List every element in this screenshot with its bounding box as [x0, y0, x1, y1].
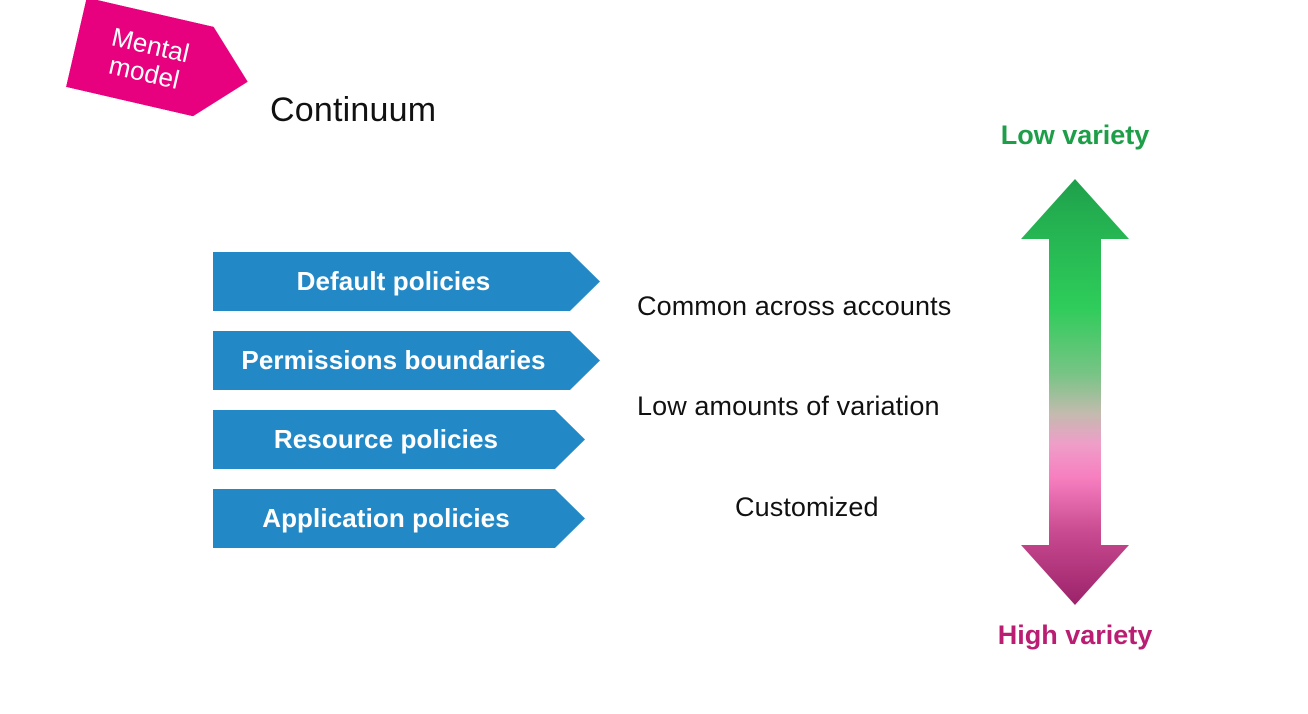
high-variety-label: High variety [997, 620, 1153, 650]
low-variety-label: Low variety [1000, 120, 1150, 150]
description-low-amounts-of-variation: Low amounts of variation [637, 391, 940, 421]
page-title: Continuum [270, 91, 437, 129]
chevron-arrow-shape [213, 410, 585, 469]
badge-text: Mental model [66, 0, 215, 117]
description-common-across-accounts: Common across accounts [637, 291, 952, 321]
chevron-label: Permissions boundaries [241, 345, 546, 375]
policy-chevron-stack: Default policies Permissions boundaries … [213, 252, 633, 568]
chevron-permissions-boundaries[interactable]: Permissions boundaries [213, 331, 600, 390]
chevron-label: Default policies [296, 266, 491, 296]
chevron-arrow-shape [213, 252, 600, 311]
description-customized: Customized [735, 492, 879, 522]
chevron-label: Resource policies [273, 424, 499, 454]
chevron-application-policies[interactable]: Application policies [213, 489, 585, 548]
chevron-arrow-shape [213, 331, 600, 390]
mental-model-badge: Mental model [66, 0, 258, 127]
variety-double-arrow-icon [1021, 179, 1129, 605]
chevron-resource-policies[interactable]: Resource policies [213, 410, 585, 469]
chevron-label: Application policies [262, 503, 510, 533]
variety-axis: Low variety High variety [955, 120, 1195, 665]
chevron-default-policies[interactable]: Default policies [213, 252, 600, 311]
chevron-arrow-shape [213, 489, 585, 548]
